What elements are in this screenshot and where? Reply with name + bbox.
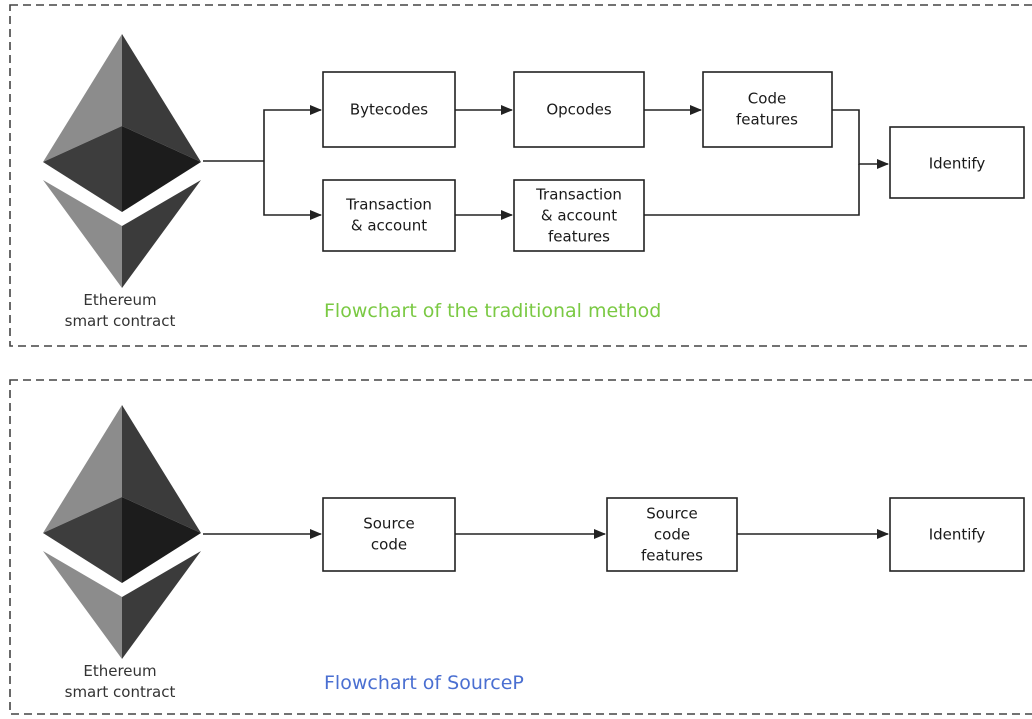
code-features-text-0: Code [748, 90, 786, 108]
ethereum-logo-facet-mid-right [122, 126, 201, 212]
identify-box-traditional: Identify [889, 126, 1025, 199]
logo-label-line1: Ethereum [83, 662, 156, 680]
edge-transaction-features-to-identify [644, 164, 860, 216]
transaction-features-text-1: & account [541, 207, 617, 225]
opcodes-text-0: Opcodes [546, 101, 612, 119]
opcodes-box: Opcodes [513, 71, 645, 148]
sourcep-panel: Ethereum smart contract Source code Sour… [9, 379, 1032, 715]
traditional-caption: Flowchart of the traditional method [324, 300, 661, 322]
identify-text-sourcep: Identify [929, 526, 986, 544]
transaction-account-box: Transaction & account [322, 179, 456, 252]
bytecodes-text-0: Bytecodes [350, 101, 428, 119]
ethereum-logo-facet-top-left [43, 34, 122, 162]
traditional-panel-border [9, 4, 1032, 347]
ethereum-logo-facet-bottom-right [122, 180, 201, 288]
transaction-account-features-box: Transaction & account features [513, 179, 645, 252]
source-code-text-0: Source [363, 515, 415, 533]
ethereum-logo-facet-bottom-right [122, 551, 201, 659]
transaction-account-text-0: Transaction [345, 196, 432, 214]
source-code-features-text-0: Source [646, 505, 698, 523]
source-code-features-text-2: features [641, 547, 703, 565]
ethereum-logo-facet-top-left [43, 405, 122, 533]
ethereum-logo-facet-mid-left [43, 497, 122, 583]
ethereum-logo-icon [43, 405, 201, 659]
ethereum-logo-facet-mid-left [43, 126, 122, 212]
transaction-account-text-1: & account [351, 217, 427, 235]
sourcep-panel-border [9, 379, 1032, 715]
ethereum-logo-facet-top-right [122, 34, 201, 162]
ethereum-logo-facet-bottom-left [43, 551, 122, 659]
code-features-text-1: features [736, 111, 798, 129]
ethereum-logo-facet-bottom-left [43, 180, 122, 288]
identify-text-traditional: Identify [929, 155, 986, 173]
logo-label-line2: smart contract [65, 683, 176, 701]
sourcep-caption: Flowchart of SourceP [324, 672, 524, 694]
bytecodes-box: Bytecodes [322, 71, 456, 148]
traditional-method-panel: Ethereum smart contract Bytecodes Opcode… [9, 4, 1032, 347]
logo-label-line2: smart contract [65, 312, 176, 330]
ethereum-logo-facet-mid-right [122, 497, 201, 583]
transaction-features-text-2: features [548, 228, 610, 246]
source-code-features-box: Source code features [606, 497, 738, 572]
identify-box-sourcep: Identify [889, 497, 1025, 572]
transaction-features-text-0: Transaction [535, 186, 622, 204]
edge-code-features-to-identify [832, 109, 889, 169]
logo-label-line1: Ethereum [83, 291, 156, 309]
ethereum-logo-facet-top-right [122, 405, 201, 533]
source-code-features-text-1: code [654, 526, 690, 544]
source-code-box: Source code [322, 497, 456, 572]
edge-to-transaction-account [263, 161, 322, 220]
code-features-box: Code features [702, 71, 833, 148]
edge-to-bytecodes [263, 105, 322, 161]
source-code-text-1: code [371, 536, 407, 554]
ethereum-logo-icon [43, 34, 201, 288]
